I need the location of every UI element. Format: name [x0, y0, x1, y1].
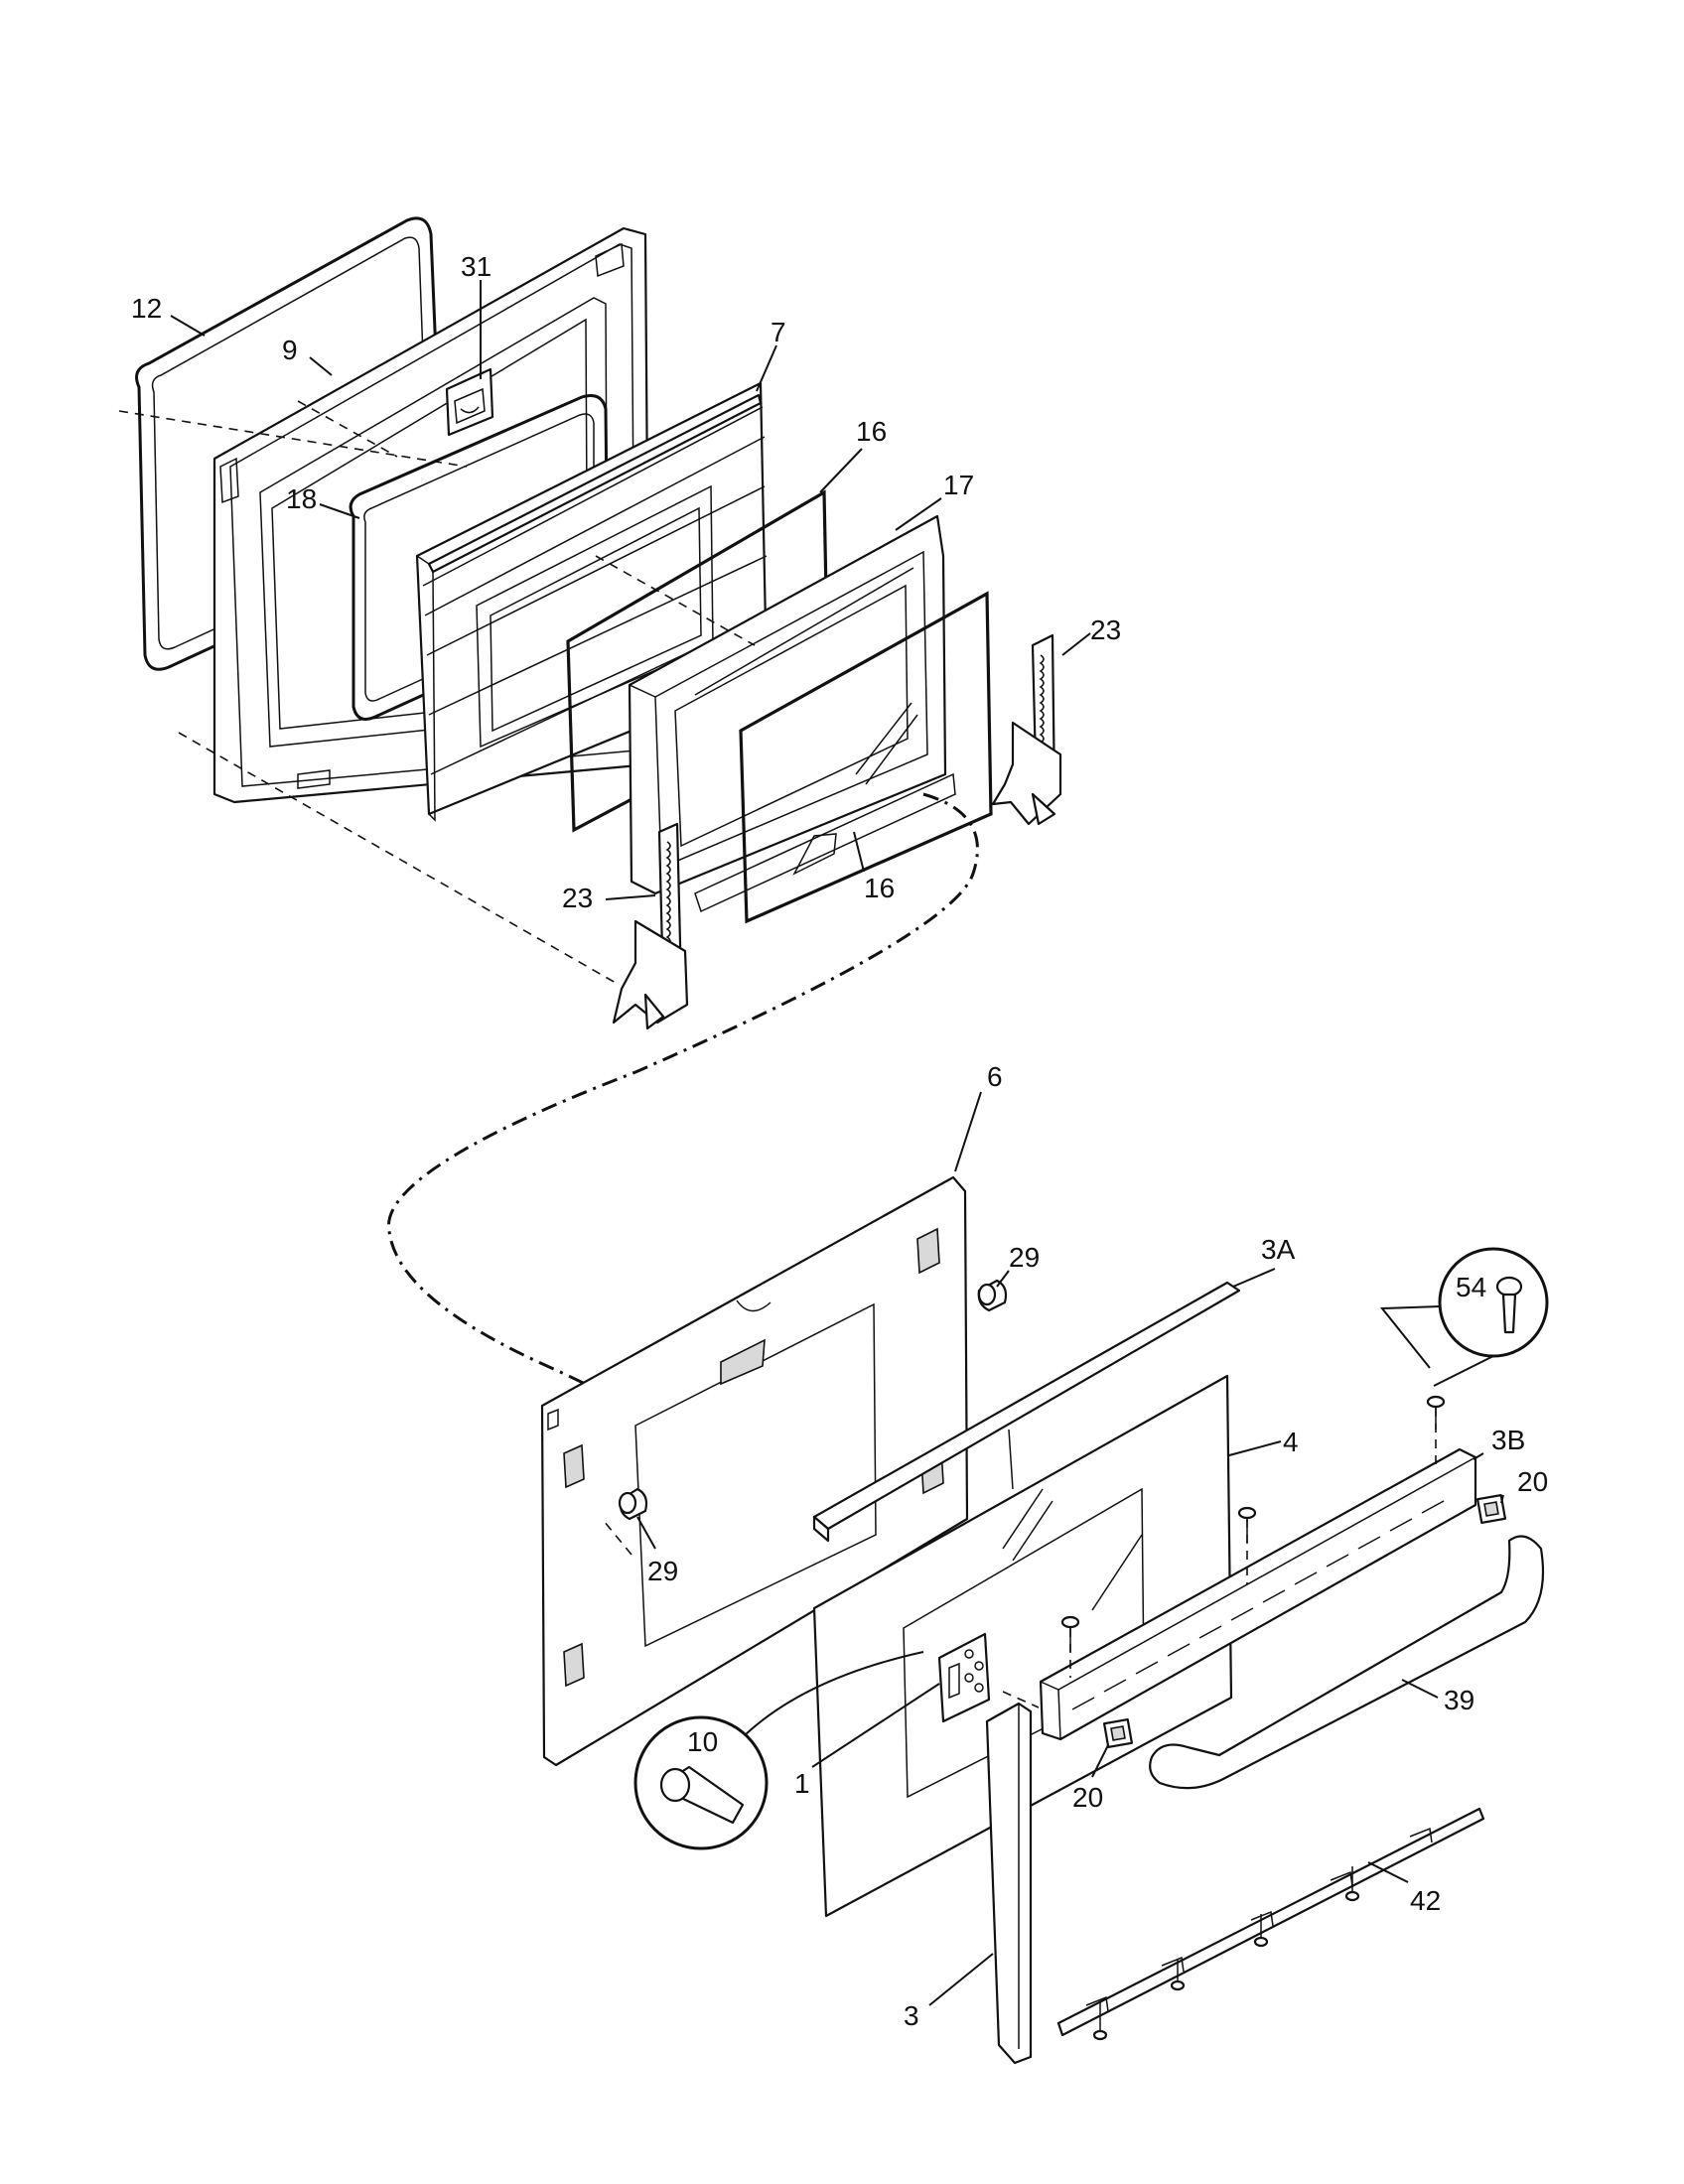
part-4-outer-glass — [812, 1374, 1233, 1918]
callout-42: 42 — [1410, 1885, 1441, 1916]
part-3A-trim-strip — [812, 1281, 1241, 1543]
callout-leaders — [170, 280, 1504, 2006]
screw — [1170, 1960, 1186, 1991]
part-1-bracket — [937, 1632, 991, 1723]
callout-10: 10 — [687, 1726, 718, 1757]
detail-circle-54-screw — [1379, 1247, 1549, 1387]
callout-12: 12 — [131, 293, 162, 324]
callout-labels: 12 9 31 7 18 16 17 23 23 16 6 29 3A 54 4… — [131, 251, 1548, 2031]
callout-29-left: 29 — [647, 1556, 678, 1586]
callout-9: 9 — [282, 335, 298, 365]
screw — [1253, 1914, 1269, 1948]
part-42-bottom-rail — [1056, 1807, 1485, 2037]
callout-17: 17 — [943, 470, 974, 500]
callout-18: 18 — [286, 483, 317, 514]
upper-alignment-lines — [118, 400, 756, 984]
part-39-door-handle — [1149, 1535, 1545, 1790]
part-6-outer-door-panel — [540, 1175, 969, 1767]
screws — [1060, 1395, 1446, 2041]
callout-6: 6 — [987, 1061, 1003, 1092]
callout-3: 3 — [904, 2000, 919, 2031]
part-3B-handle-bar — [1039, 1447, 1477, 1741]
callout-7: 7 — [771, 317, 786, 347]
part-20-clip-left — [1102, 1717, 1134, 1749]
detail-circle-10-screw — [633, 1651, 924, 1850]
part-16-glass-panel-lower — [739, 591, 993, 924]
callout-20-right: 20 — [1517, 1466, 1548, 1497]
callout-4: 4 — [1283, 1427, 1299, 1457]
callout-16-lower: 16 — [864, 873, 895, 903]
part-31-bracket — [445, 367, 494, 437]
callout-23-left: 23 — [562, 883, 593, 913]
screw — [1092, 2001, 1108, 2041]
callout-29-right: 29 — [1009, 1242, 1040, 1273]
part-20-clip-right — [1475, 1493, 1507, 1525]
callout-54: 54 — [1456, 1272, 1486, 1302]
part-29-bumper-left — [618, 1487, 648, 1521]
callout-3A: 3A — [1261, 1234, 1296, 1265]
part-29-bumper-right — [977, 1279, 1008, 1312]
lower-alignment-lines — [603, 1408, 1437, 1708]
callout-39: 39 — [1444, 1685, 1474, 1715]
callout-1: 1 — [794, 1768, 810, 1799]
assembly-connection-line — [386, 792, 979, 1471]
callout-3B: 3B — [1491, 1425, 1525, 1455]
part-23-hinge-right — [991, 633, 1062, 826]
callout-23-right: 23 — [1090, 614, 1121, 645]
callout-31: 31 — [461, 251, 491, 282]
part-23-hinge-left — [612, 822, 689, 1030]
screw — [1344, 1866, 1360, 1902]
callout-16-upper: 16 — [856, 416, 887, 447]
callout-20-left: 20 — [1072, 1782, 1103, 1813]
part-3-side-trim — [985, 1702, 1033, 2065]
